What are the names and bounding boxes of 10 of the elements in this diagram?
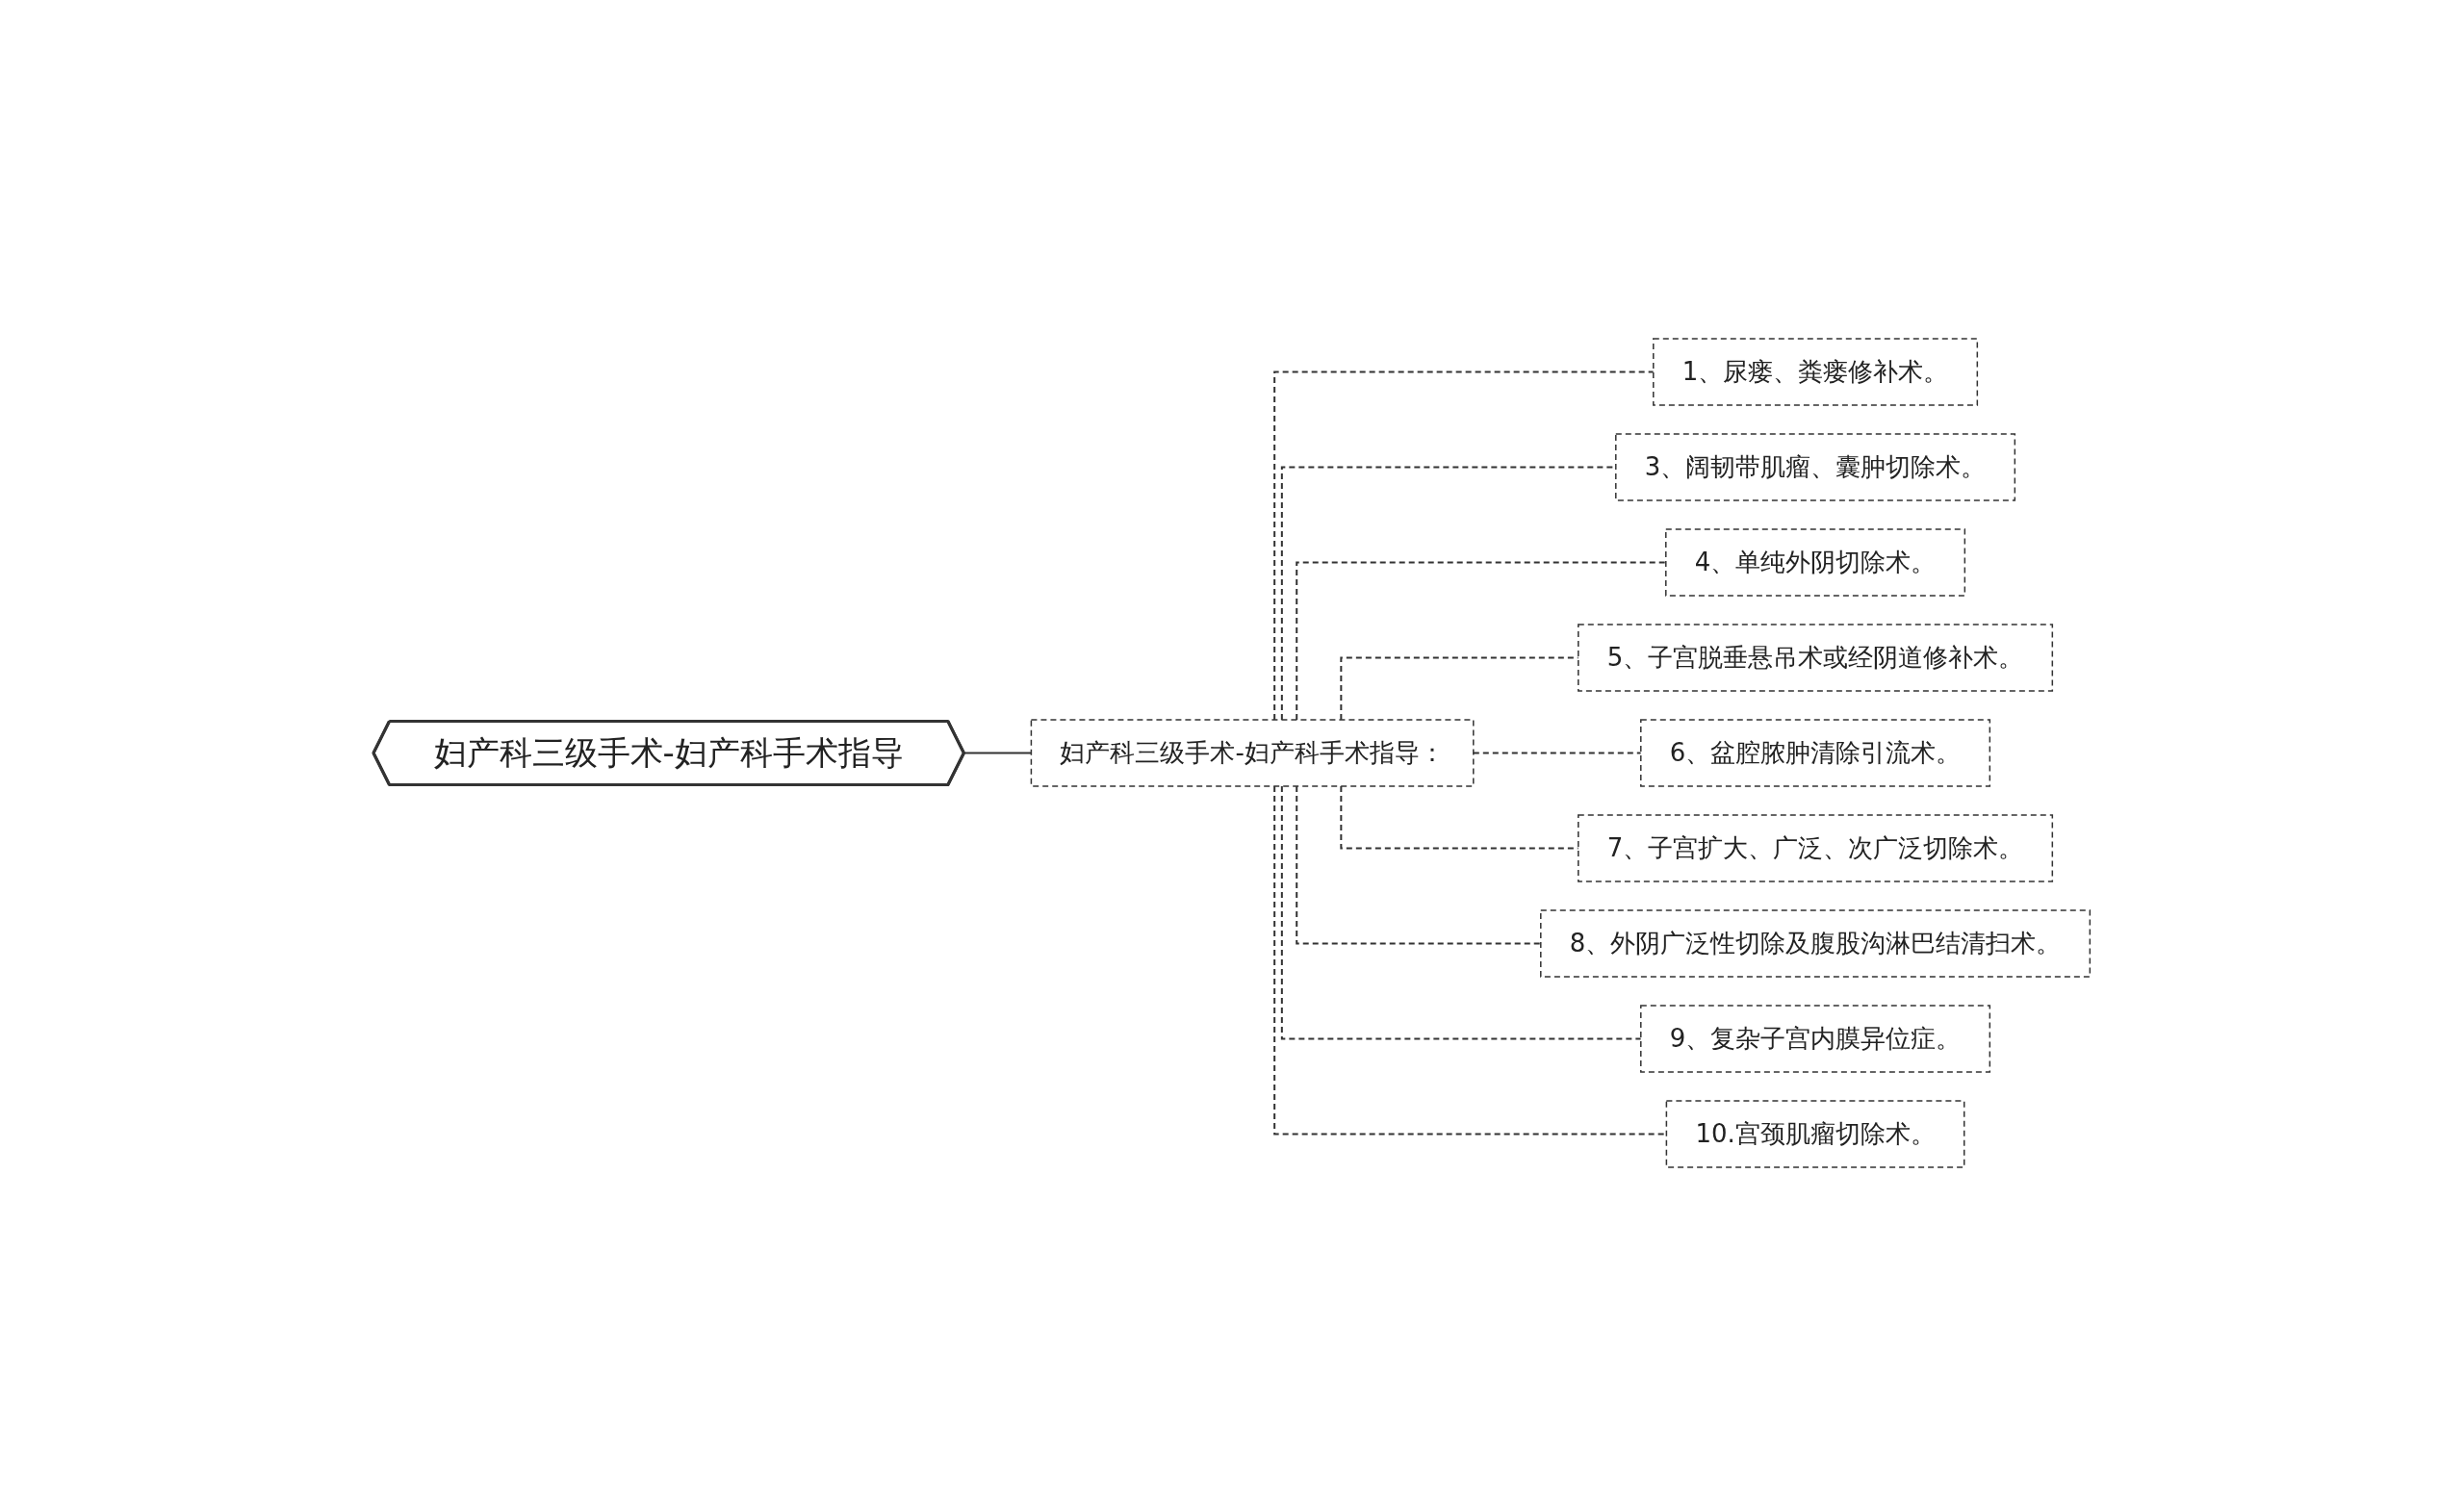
node-box: 3、阔韧带肌瘤、囊肿切除术。	[1615, 433, 2016, 501]
node-box: 7、子宫扩大、广泛、次广泛切除术。	[1578, 814, 2054, 882]
node-box: 9、复杂子宫内膜异位症。	[1640, 1005, 1991, 1073]
node-box: 5、子宫脱垂悬吊术或经阴道修补术。	[1578, 624, 2054, 692]
node-box: 4、单纯外阴切除术。	[1665, 528, 1966, 597]
node-box: 8、外阴广泛性切除及腹股沟淋巴结清扫术。	[1540, 909, 2092, 978]
node-box: 6、盆腔脓肿清除引流术。	[1640, 719, 1991, 787]
node-box: 10.宫颈肌瘤切除术。	[1665, 1100, 1965, 1168]
node-box: 1、尿瘘、粪瘘修补术。	[1653, 338, 1979, 406]
node-box: 妇产科三级手术-妇产科手术指导：	[1031, 719, 1475, 787]
